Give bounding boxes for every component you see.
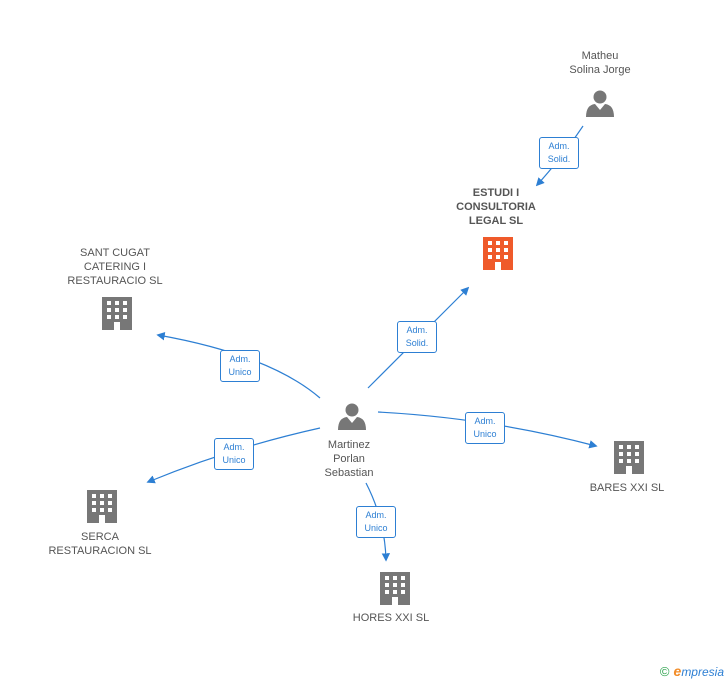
- brand-name: empresia: [673, 663, 724, 679]
- role-badge-martinez-serca[interactable]: Adm. Unico: [214, 438, 254, 470]
- building-icon[interactable]: [483, 237, 513, 270]
- role-line: Unico: [473, 429, 497, 439]
- brand-logo: © empresia: [660, 663, 724, 679]
- company-label-estudi[interactable]: ESTUDI I CONSULTORIA LEGAL SL: [456, 187, 536, 227]
- role-badge-martinez-hores[interactable]: Adm. Unico: [356, 506, 396, 538]
- person-icon[interactable]: [338, 403, 366, 431]
- person-label-matheu[interactable]: Matheu Solina Jorge: [569, 50, 631, 76]
- role-badge-martinez-bares[interactable]: Adm. Unico: [465, 412, 505, 444]
- role-line: Adm.: [229, 354, 251, 364]
- role-line: Adm.: [474, 416, 496, 426]
- company-label-bares[interactable]: BARES XXI SL: [589, 482, 665, 494]
- role-badge-martinez-estudi[interactable]: Adm. Solid.: [397, 321, 437, 353]
- copyright-icon: ©: [659, 663, 670, 679]
- role-line: Unico: [222, 455, 246, 465]
- building-icon[interactable]: [614, 441, 644, 474]
- company-label-sant-cugat[interactable]: SANT CUGAT CATERING I RESTAURACIO SL: [67, 247, 163, 287]
- role-line: Unico: [364, 523, 388, 533]
- role-line: Adm.: [365, 510, 387, 520]
- role-badge-matheu-estudi[interactable]: Adm. Solid.: [539, 137, 579, 169]
- role-line: Solid.: [405, 338, 429, 348]
- building-icon[interactable]: [102, 297, 132, 330]
- building-icon[interactable]: [87, 490, 117, 523]
- role-line: Unico: [228, 367, 252, 377]
- company-label-serca[interactable]: SERCA RESTAURACION SL: [48, 531, 152, 557]
- person-icon[interactable]: [586, 90, 614, 118]
- role-badge-martinez-sant-cugat[interactable]: Adm. Unico: [220, 350, 260, 382]
- building-icon[interactable]: [380, 572, 410, 605]
- role-line: Solid.: [547, 154, 571, 164]
- role-line: Adm.: [223, 442, 245, 452]
- role-line: Adm.: [548, 141, 570, 151]
- person-label-martinez[interactable]: Martinez Porlan Sebastian: [324, 439, 374, 479]
- role-line: Adm.: [406, 325, 428, 335]
- company-label-hores[interactable]: HORES XXI SL: [352, 612, 430, 624]
